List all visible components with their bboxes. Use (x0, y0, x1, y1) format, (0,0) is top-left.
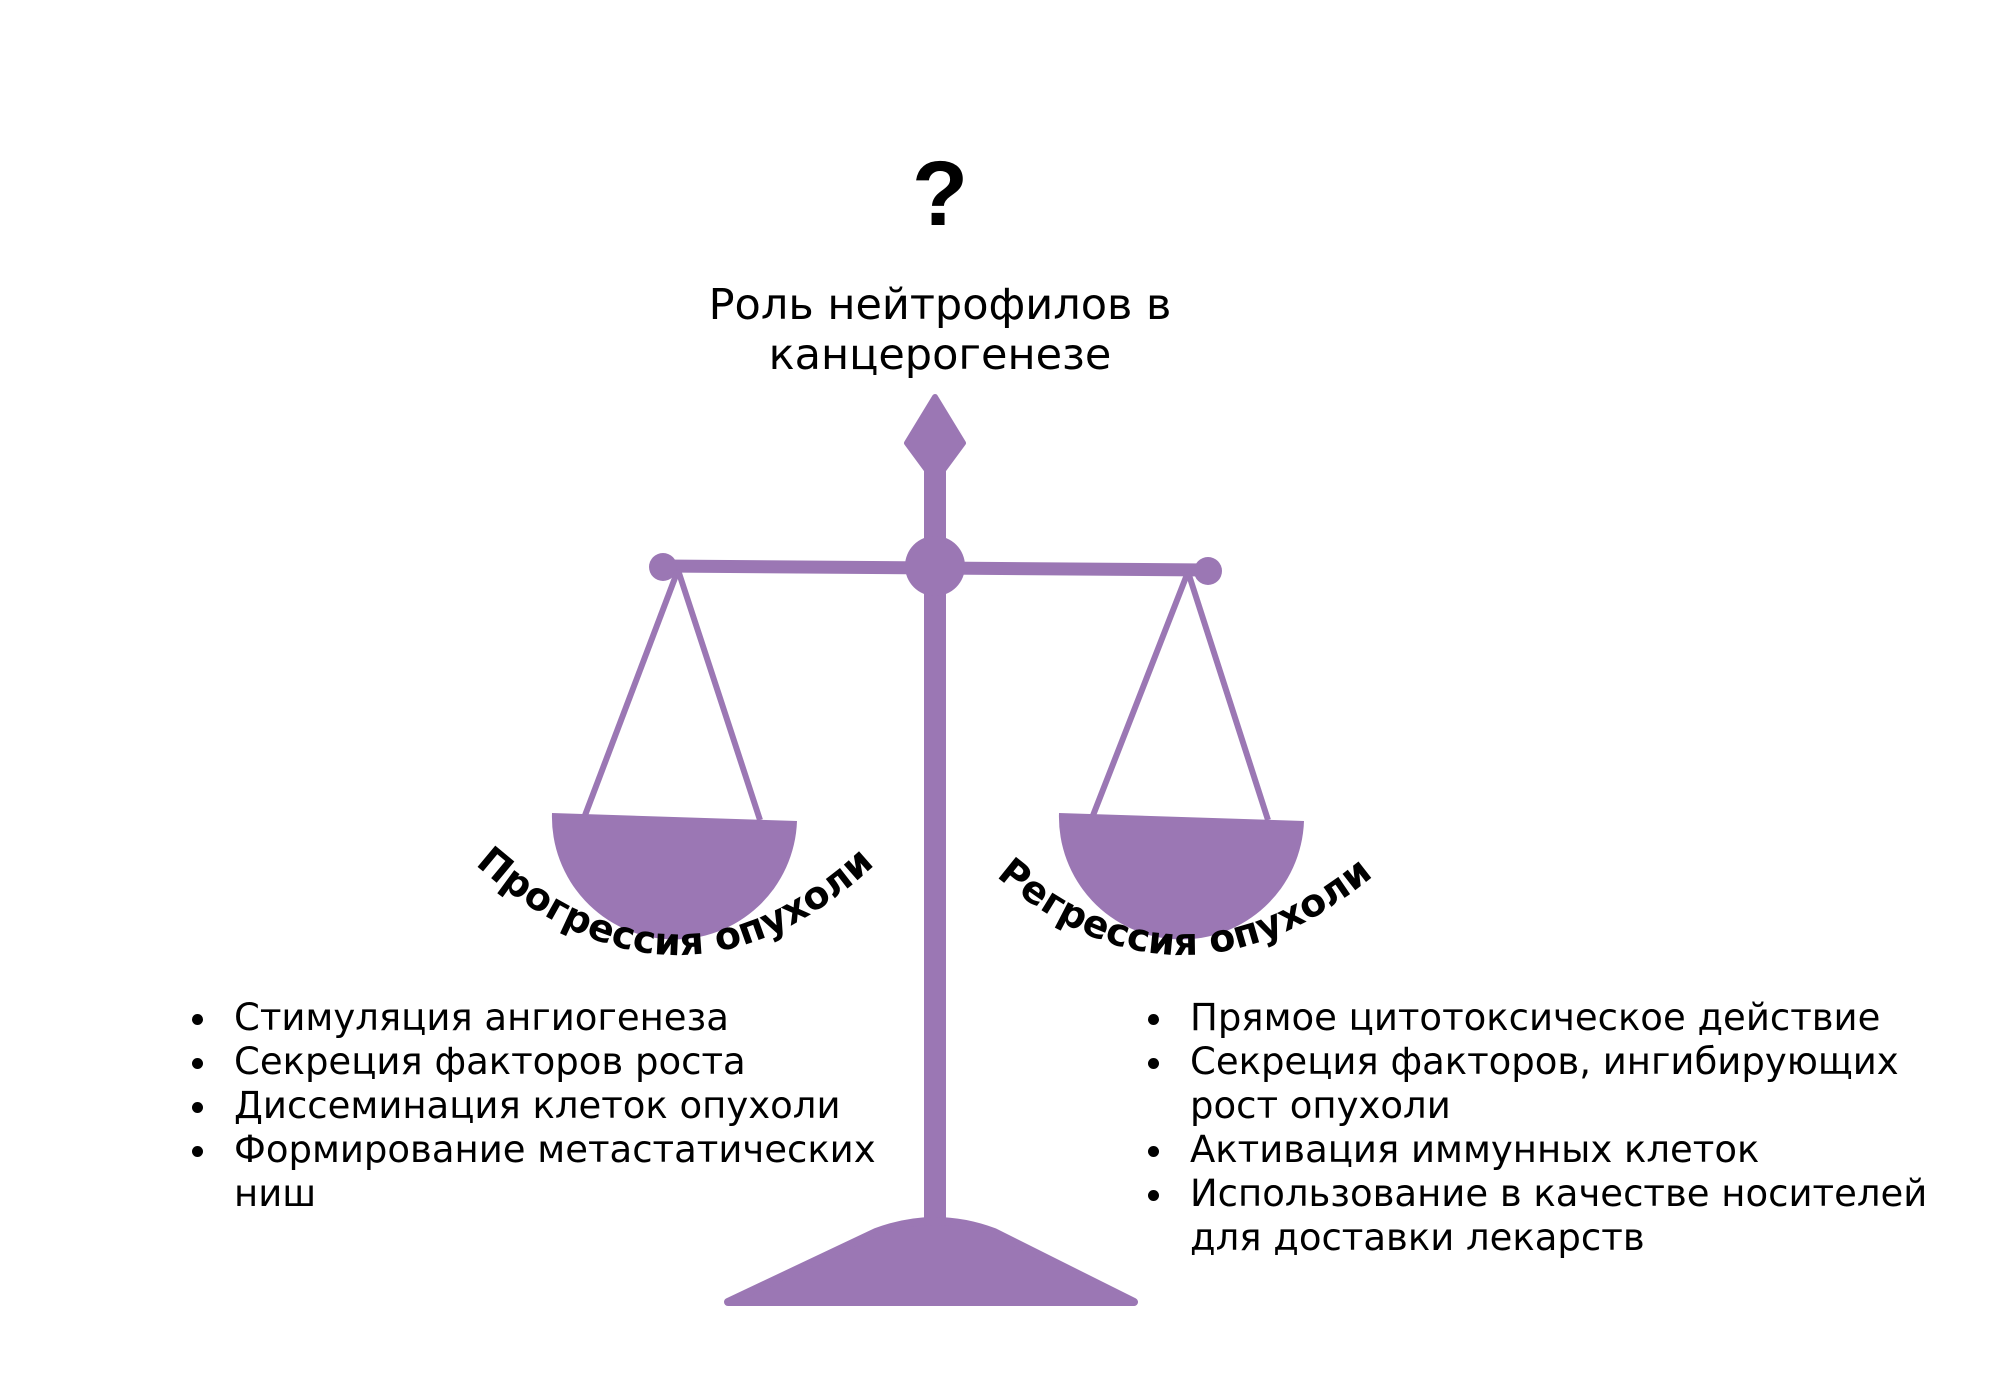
list-item: Прямое цитотоксическое действие (1142, 996, 1972, 1040)
pivot-circle (905, 536, 965, 596)
regression-list: Прямое цитотоксическое действие Секреция… (1142, 996, 1972, 1260)
list-item: Стимуляция ангиогенеза (186, 996, 946, 1040)
list-item: Секреция факторов роста (186, 1040, 946, 1084)
list-item: Формирование метастатических ниш (186, 1128, 946, 1216)
right-pan (1058, 813, 1304, 940)
diagram-title: Роль нейтрофилов в канцерогенезе (708, 280, 1172, 380)
right-string (1185, 571, 1271, 821)
left-string (581, 568, 681, 820)
beam-knob-right (1194, 557, 1222, 585)
scale-post (924, 460, 946, 1236)
left-pan (551, 813, 797, 940)
progression-list: Стимуляция ангиогенеза Секреция факторов… (186, 996, 946, 1216)
right-string (1089, 570, 1191, 820)
beam-knob-left (649, 553, 677, 581)
list-item: Активация иммунных клеток (1142, 1128, 1972, 1172)
scale-base (724, 1217, 1138, 1306)
left-string (675, 569, 763, 821)
question-mark-icon: ? (911, 143, 969, 245)
list-item: Использование в качестве носителей для д… (1142, 1172, 1972, 1260)
list-item: Диссеминация клеток опухоли (186, 1084, 946, 1128)
list-item: Секреция факторов, ингибирующих рост опу… (1142, 1040, 1972, 1128)
